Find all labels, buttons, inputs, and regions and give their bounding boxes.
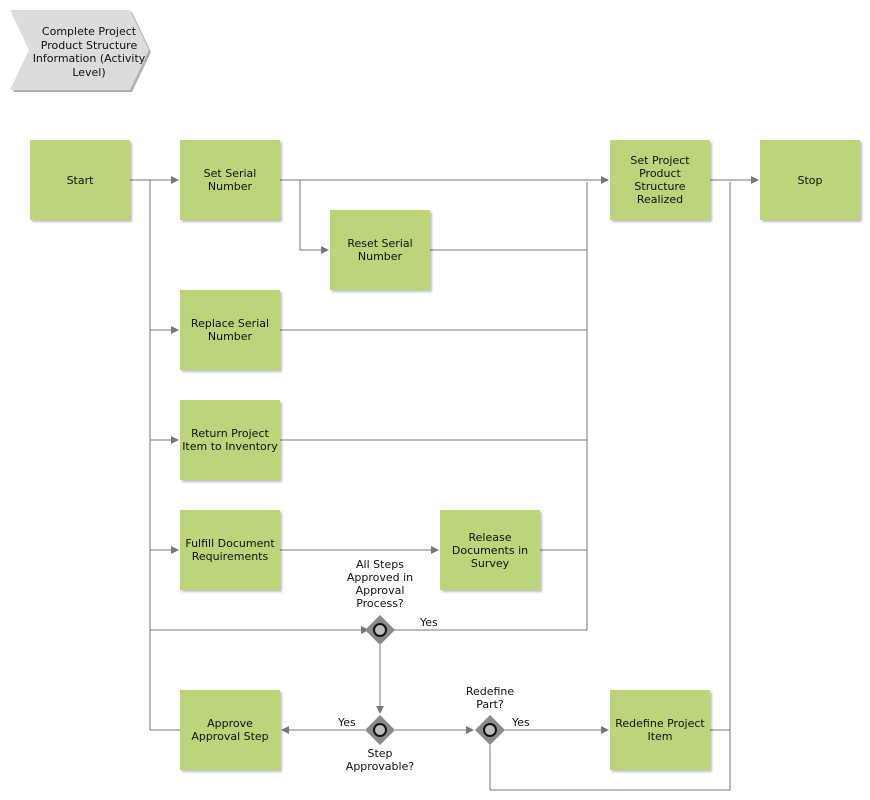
edge-label-step-approvable-yes: Yes xyxy=(338,716,356,729)
gateway-step-approvable[interactable] xyxy=(365,715,395,745)
node-set-serial-number[interactable]: Set Serial Number xyxy=(180,140,280,220)
node-reset-serial-number[interactable]: Reset Serial Number xyxy=(330,210,430,290)
edge-label-all-steps-yes: Yes xyxy=(420,616,438,629)
node-release-documents[interactable]: Release Documents in Survey xyxy=(440,510,540,590)
edge-label-redefine-part-yes: Yes xyxy=(512,716,530,729)
node-fulfill-document-requirements[interactable]: Fulfill Document Requirements xyxy=(180,510,280,590)
node-stop[interactable]: Stop xyxy=(760,140,860,220)
edge-approve-loop xyxy=(149,630,180,731)
process-header: Complete Project Product Structure Infor… xyxy=(10,10,152,92)
gateway-all-steps-approved[interactable] xyxy=(365,615,395,645)
node-set-project-structure-realized[interactable]: Set Project Product Structure Realized xyxy=(610,140,710,220)
node-return-project-item[interactable]: Return Project Item to Inventory xyxy=(180,400,280,480)
gateway-label-redefine-part: Redefine Part? xyxy=(465,685,515,711)
header-chevron-shape xyxy=(10,10,151,92)
gateway-redefine-part[interactable] xyxy=(475,715,505,745)
node-start[interactable]: Start xyxy=(30,140,130,220)
gateway-label-all-steps: All Steps Approved in Approval Process? xyxy=(346,558,414,610)
node-redefine-project-item[interactable]: Redefine Project Item xyxy=(610,690,710,770)
gateway-label-step-approvable: Step Approvable? xyxy=(345,747,415,773)
node-approve-approval-step[interactable]: Approve Approval Step xyxy=(180,690,280,770)
header-title: Complete Project Product Structure Infor… xyxy=(32,25,146,79)
node-replace-serial-number[interactable]: Replace Serial Number xyxy=(180,290,280,370)
edge-set-serial-reset xyxy=(299,180,329,254)
edge-stop-merge xyxy=(489,182,731,791)
